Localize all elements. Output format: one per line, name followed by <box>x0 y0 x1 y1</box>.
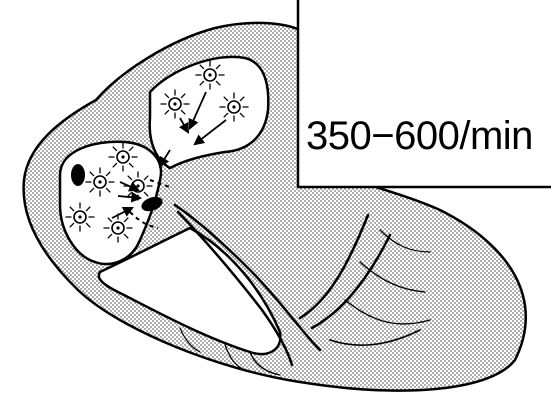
focus-icon <box>86 168 114 196</box>
focus-icon <box>104 214 132 242</box>
sinus-node <box>71 164 85 186</box>
heart-rate-label: 350−600/min <box>306 112 546 160</box>
focus-icon <box>196 61 224 89</box>
focus-icon <box>109 143 137 171</box>
focus-icon <box>66 203 94 231</box>
focus-icon <box>220 93 248 121</box>
focus-icon <box>161 90 189 118</box>
